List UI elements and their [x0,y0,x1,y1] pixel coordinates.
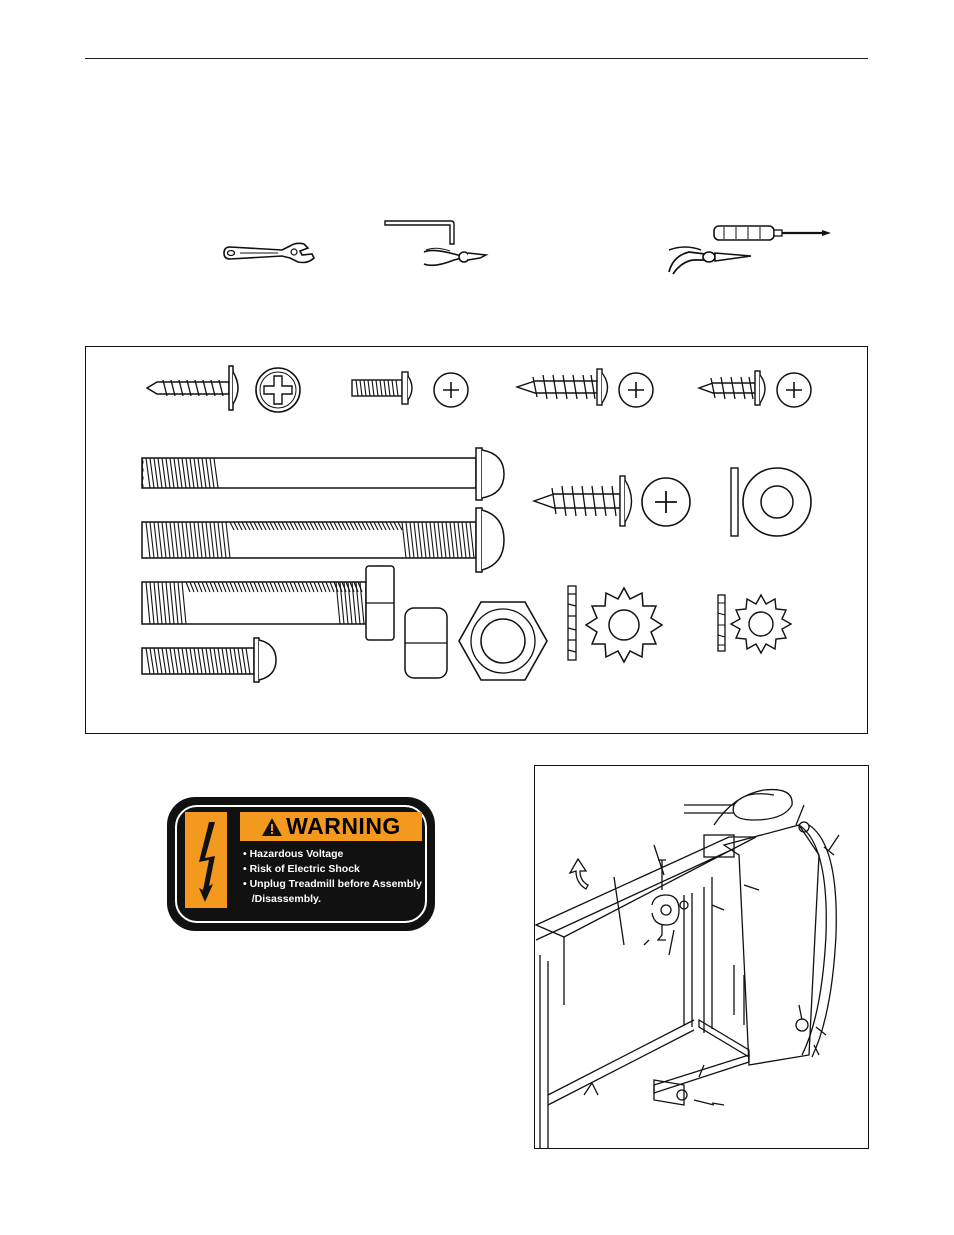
warning-line: • Hazardous Voltage [243,847,425,862]
short-bolt-icon [140,636,280,684]
bolt-panel [185,812,227,908]
needle-nose-pliers-icon [665,242,755,276]
hex-nut-icon [457,598,549,684]
adjustable-wrench-icon [220,238,320,268]
sheet-metal-screw-icon [515,365,615,409]
treadmill-assembly-drawing [534,765,869,1149]
warning-header: WARNING [240,812,422,841]
warning-line: • Risk of Electric Shock [243,862,425,877]
sheet-metal-screw-head-icon [617,371,655,409]
small-sheet-metal-screw-head-icon [775,371,813,409]
star-washer-icon [584,584,664,664]
warning-line: • Unplug Treadmill before Assembly [243,877,425,892]
diagonal-cutters-icon [420,242,492,272]
header-rule [85,58,868,59]
flat-washer-side-icon [729,466,741,538]
small-sheet-metal-screw-icon [697,367,772,409]
large-screw-icon [532,472,640,530]
large-screw-head-icon [640,476,692,528]
self-tapping-screw-icon [145,362,245,414]
caution-triangle-icon [261,817,283,837]
hex-bolt-icon [140,564,400,642]
warning-decal: WARNING • Hazardous Voltage • Risk of El… [167,797,435,931]
machine-screw-icon [350,368,420,408]
warning-line: /Disassembly. [243,892,425,907]
warning-text: • Hazardous Voltage • Risk of Electric S… [243,847,425,907]
machine-screw-head-icon [432,371,470,409]
partially-threaded-bolt-icon [140,446,505,502]
lightning-bolt-icon [185,812,227,908]
small-star-washer-icon [729,592,793,656]
warning-title: WARNING [286,813,401,840]
flat-washer-icon [741,466,813,538]
nut-side-icon [403,606,449,680]
star-washer-side-icon [565,584,579,662]
small-star-washer-side-icon [716,593,728,653]
self-tapping-screw-head-icon [253,365,303,415]
